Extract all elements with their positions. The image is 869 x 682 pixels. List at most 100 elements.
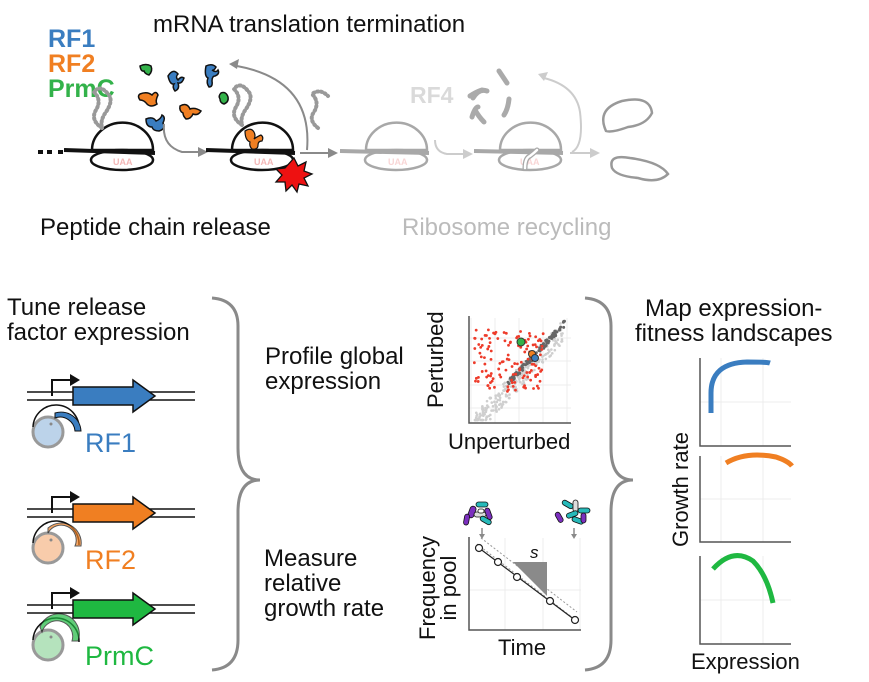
prmc-protein-icon [139, 63, 153, 76]
gene-point [504, 400, 508, 404]
gene-point [485, 407, 488, 410]
perturbed-gene-point [519, 330, 522, 333]
scatter-xlabel: Unperturbed [448, 429, 571, 454]
gene-point [501, 400, 505, 404]
gene-point [495, 405, 498, 408]
perturbed-gene-point [541, 332, 545, 336]
perturbed-gene-point [486, 384, 490, 387]
gene-point [550, 348, 553, 351]
gene-point [490, 401, 494, 404]
step-map-title: Map expression- fitness landscapes [635, 295, 833, 348]
rf2-protein-icon [137, 91, 159, 107]
gene-point [474, 411, 478, 415]
promoter-arrow-icon [51, 379, 72, 396]
construct-label-prmc: PrmC [85, 641, 154, 671]
landscape-axes-prmc [699, 556, 791, 645]
legend-rf2: RF2 [48, 50, 96, 78]
legend-rf1: RF1 [48, 25, 96, 53]
gene-point [500, 406, 503, 409]
gene-point [518, 371, 522, 375]
perturbed-gene-point [526, 357, 530, 361]
gene-point [509, 385, 513, 388]
rf2-protein-icon [179, 103, 203, 120]
gene-point [560, 339, 564, 343]
gene-point [491, 404, 495, 408]
gene-point [483, 408, 487, 412]
release-burst-icon [274, 156, 314, 194]
gene-point [546, 351, 550, 355]
perturbed-gene-point [529, 378, 533, 382]
gene-point [553, 348, 557, 352]
perturbed-gene-point [538, 353, 542, 357]
perturbed-gene-point [474, 379, 477, 383]
perturbed-gene-point [496, 337, 500, 340]
gene-point [489, 413, 492, 417]
perturbed-gene-point [477, 343, 481, 346]
svg-text:UAA: UAA [254, 157, 274, 167]
tuning-knob-icon [31, 628, 65, 662]
growth-points [474, 543, 580, 625]
landscape-curve-rf2 [724, 452, 794, 468]
frequency-point [512, 572, 522, 582]
rf2-construct [27, 491, 195, 565]
gene-point [518, 376, 521, 380]
svg-text:UAA: UAA [388, 157, 408, 167]
perturbed-gene-point [510, 381, 514, 385]
perturbed-gene-point [486, 347, 490, 351]
perturbed-gene-point [514, 372, 518, 376]
gene-point [541, 358, 544, 361]
gene-point [500, 392, 504, 395]
perturbed-gene-point [485, 375, 489, 379]
rf4-label: RF4 [410, 82, 454, 108]
gene-point [489, 417, 492, 421]
gene-point [546, 339, 550, 343]
gene-point [501, 402, 505, 406]
perturbed-gene-point [473, 336, 477, 340]
perturbed-gene-point [508, 341, 512, 345]
promoter-arrow-icon [51, 496, 72, 513]
perturbed-gene-point [473, 347, 477, 350]
perturbed-gene-point [515, 336, 519, 340]
perturbed-gene-point [517, 334, 521, 338]
top-title: mRNA translation termination [153, 11, 466, 38]
ribosome-with-rf4-icon: UAA [473, 121, 564, 172]
gene-point [522, 363, 526, 367]
perturbed-gene-point [497, 367, 501, 371]
stage-label-recycling: Ribosome recycling [402, 214, 612, 241]
gene-point [560, 332, 563, 336]
gene-point [525, 360, 529, 364]
gene-point [495, 400, 499, 404]
rf1-protein-icon [145, 113, 166, 132]
rf1-protein-icon [167, 70, 185, 92]
gene-point [485, 415, 489, 418]
rf1-highlight-point [531, 354, 539, 362]
perturbed-gene-point [472, 361, 476, 365]
gene-point [498, 403, 501, 407]
perturbed-gene-point [511, 373, 515, 376]
gene-point [506, 380, 510, 384]
recycle-arrow-icon [236, 65, 309, 151]
gene-point [494, 394, 497, 398]
perturbed-gene-point [526, 375, 530, 379]
left-brace [211, 296, 261, 672]
final-pool-icon [554, 499, 591, 525]
landscape-curve-rf1 [708, 359, 771, 413]
perturbed-gene-point [493, 385, 496, 389]
perturbed-gene-point [537, 366, 541, 370]
landscape-grid [700, 358, 791, 644]
perturbed-gene-point [488, 336, 491, 340]
gene-point [524, 365, 527, 369]
prmc-highlight-point [516, 337, 526, 347]
gene-point [521, 371, 524, 375]
perturbed-gene-point [510, 365, 514, 368]
construct-label-rf1: RF1 [85, 428, 137, 458]
perturbed-gene-point [535, 384, 539, 388]
perturbed-gene-point [507, 358, 511, 362]
perturbed-gene-point [507, 388, 510, 392]
perturbed-gene-point [478, 351, 482, 355]
gene-point [502, 389, 505, 392]
gene-point [547, 348, 550, 352]
stage-label-release: Peptide chain release [40, 214, 271, 241]
